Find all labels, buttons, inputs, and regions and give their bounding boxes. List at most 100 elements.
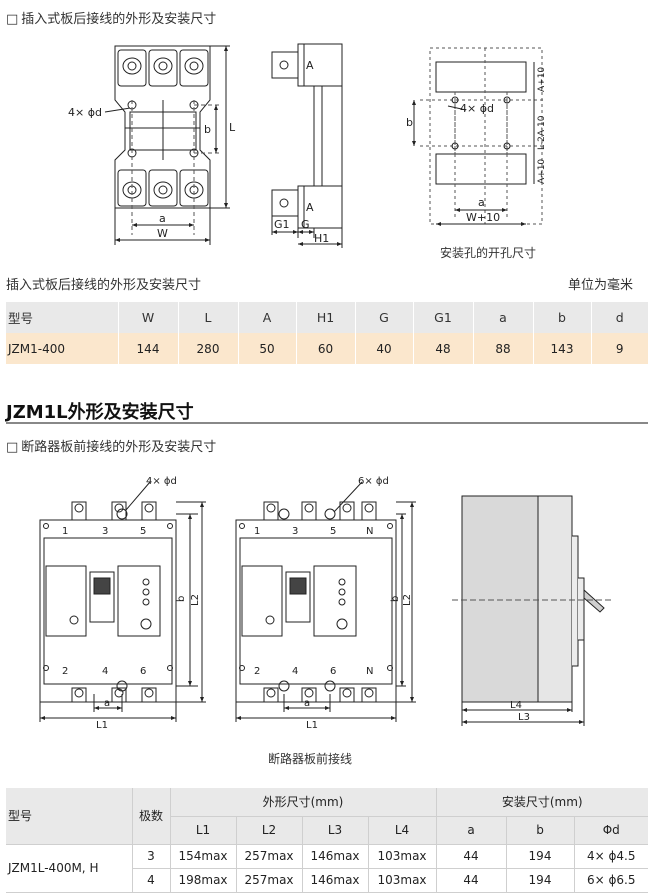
- table1-cell-b: 143: [533, 333, 592, 364]
- label-L2-4pole: L2: [402, 594, 413, 606]
- table1-cell-a: 88: [473, 333, 534, 364]
- panel-cutout-drawing: 4× ϕd b a W+10 A+10 L-2A-10 A+10: [406, 47, 547, 226]
- table1-cell-A: 50: [238, 333, 297, 364]
- table1-header-model: 型号: [6, 302, 119, 333]
- table-row: JZM1L-400M, H 3 154max 257max 146max 103…: [6, 844, 648, 893]
- terminal-top-5-4p: 5: [330, 526, 336, 537]
- table1-header-W: W: [118, 302, 179, 333]
- table2-cell-L2: 257max: [235, 868, 302, 893]
- terminal-top-3-4p: 3: [292, 526, 298, 537]
- terminal-top-N-4p: N: [366, 526, 373, 537]
- terminal-bottom-4: 4: [102, 666, 108, 677]
- table2-header-poles: 极数: [131, 788, 170, 845]
- label-hole3: 4× ϕd: [146, 476, 177, 487]
- table2-header-model: 型号: [6, 788, 132, 845]
- table1-header-row: 型号 W L A H1 G G1 a b d: [6, 302, 648, 333]
- table1-cell-G: 40: [355, 333, 414, 364]
- table2-cell-d: 4× ϕ4.5: [573, 844, 648, 869]
- table-row: JZM1-400 144 280 50 60 40 48 88 143 9: [6, 333, 648, 364]
- table2-header-outline: 外形尺寸(mm): [169, 788, 436, 817]
- terminal-bottom-6: 6: [140, 666, 146, 677]
- table1-header-L: L: [178, 302, 239, 333]
- section2-subheading-text: 断路器板前接线的外形及安装尺寸: [21, 440, 217, 455]
- section2-divider: [6, 422, 648, 424]
- terminal-top-3: 3: [102, 526, 108, 537]
- label-a-cutout: a: [478, 196, 485, 209]
- table2-cell-a: 44: [435, 844, 506, 869]
- label-L1-4pole: L1: [306, 720, 318, 731]
- terminal-bottom-6-4p: 6: [330, 666, 336, 677]
- table1-cell-model: JZM1-400: [6, 333, 119, 364]
- dimensions-table-rear: 型号 W L A H1 G G1 a b d JZM1-400 144 280 …: [6, 302, 648, 364]
- section2-subheading: □断路器板前接线的外形及安装尺寸: [6, 436, 216, 455]
- table2-header-install: 安装尺寸(mm): [435, 788, 648, 817]
- section1-heading: □插入式板后接线的外形及安装尺寸: [6, 8, 216, 27]
- table2-cell-a: 44: [435, 868, 506, 893]
- table2-cell-L2: 257max: [235, 844, 302, 869]
- label-L3: L3: [518, 712, 530, 723]
- table1-cell-W: 144: [118, 333, 179, 364]
- label-hole4: 6× ϕd: [358, 476, 389, 487]
- table1-cell-H1: 60: [296, 333, 356, 364]
- label-A-top: A: [306, 59, 314, 72]
- section2-title: JZM1L外形及安装尺寸: [6, 402, 194, 423]
- table1-header-a: a: [473, 302, 534, 333]
- label-a-4pole: a: [304, 698, 310, 709]
- terminal-bottom-2: 2: [62, 666, 68, 677]
- label-a-3pole: a: [104, 698, 110, 709]
- label-A10-bottom: A+10: [537, 159, 547, 184]
- dimensions-table-front: 型号 极数 外形尺寸(mm) 安装尺寸(mm) L1 L2 L3 L4 a b …: [6, 788, 648, 893]
- checkbox-square-icon: □: [6, 12, 19, 27]
- table2-subheader-b: b: [505, 816, 574, 845]
- table1-cell-d: 9: [615, 341, 624, 356]
- label-L: L: [229, 121, 236, 134]
- table2-cell-b: 194: [505, 868, 574, 893]
- rear-connection-front-view-drawing: 4× ϕd a W b L: [68, 45, 236, 245]
- table2-cell-L4: 103max: [367, 868, 436, 893]
- label-G: G: [301, 218, 310, 231]
- table-row: 4 198max 257max 146max 103max 44 194 6× …: [6, 868, 648, 893]
- label-L2-3pole: L2: [190, 594, 201, 606]
- table2-cell-L4: 103max: [367, 844, 436, 869]
- terminal-top-5: 5: [140, 526, 146, 537]
- table2-cell-L3: 146max: [301, 844, 368, 869]
- terminal-bottom-4-4p: 4: [292, 666, 298, 677]
- label-L4: L4: [510, 700, 522, 711]
- terminal-bottom-2-4p: 2: [254, 666, 260, 677]
- table1-cell-L: 280: [178, 333, 239, 364]
- table1-title: 插入式板后接线的外形及安装尺寸: [6, 278, 202, 293]
- label-H1: H1: [314, 232, 329, 245]
- table2-subheader-a: a: [435, 816, 506, 845]
- table2-subheader-d: Φd: [573, 816, 648, 845]
- terminal-top-1: 1: [62, 526, 68, 537]
- table2-cell-d: 6× ϕ6.5: [573, 868, 648, 893]
- table1-cell-G1: 48: [413, 333, 474, 364]
- table2-cell-L1: 154max: [169, 844, 236, 869]
- table2-cell-poles: 4: [131, 868, 170, 893]
- section1-heading-text: 插入式板后接线的外形及安装尺寸: [21, 12, 217, 27]
- label-A-bottom: A: [306, 201, 314, 214]
- front-connection-4pole-drawing: 6× ϕd 1 3 5 N 2 4 6 N a L1 b L2: [235, 476, 416, 731]
- label-b-4pole: b: [390, 596, 401, 602]
- front-connection-caption: 断路器板前接线: [268, 752, 353, 766]
- label-b: b: [204, 123, 211, 136]
- checkbox-square-icon: □: [6, 440, 19, 455]
- terminal-bottom-N-4p: N: [366, 666, 373, 677]
- table2-cell-L1: 198max: [169, 868, 236, 893]
- label-L2A10: L-2A-10: [537, 115, 547, 150]
- table2-cell-L3: 146max: [301, 868, 368, 893]
- table2-cell-b: 194: [505, 844, 574, 869]
- table1-header-H1: H1: [296, 302, 356, 333]
- table2-cell-model: JZM1L-400M, H: [6, 844, 132, 893]
- label-hole-note-cutout: 4× ϕd: [460, 102, 494, 115]
- table1-header-G1: G1: [413, 302, 474, 333]
- front-connection-3pole-drawing: 4× ϕd 1 3 5 2 4 6 a L1 b L2: [39, 476, 206, 731]
- terminal-top-1-4p: 1: [254, 526, 260, 537]
- table2-subheader-L1: L1: [169, 816, 236, 845]
- cutout-caption: 安装孔的开孔尺寸: [440, 246, 537, 260]
- table2-subheader-L4: L4: [367, 816, 436, 845]
- front-connection-side-view-drawing: L4 L3: [452, 495, 612, 726]
- table2-subheader-L3: L3: [301, 816, 368, 845]
- label-A10-top: A+10: [537, 67, 547, 92]
- table1-header-G: G: [355, 302, 414, 333]
